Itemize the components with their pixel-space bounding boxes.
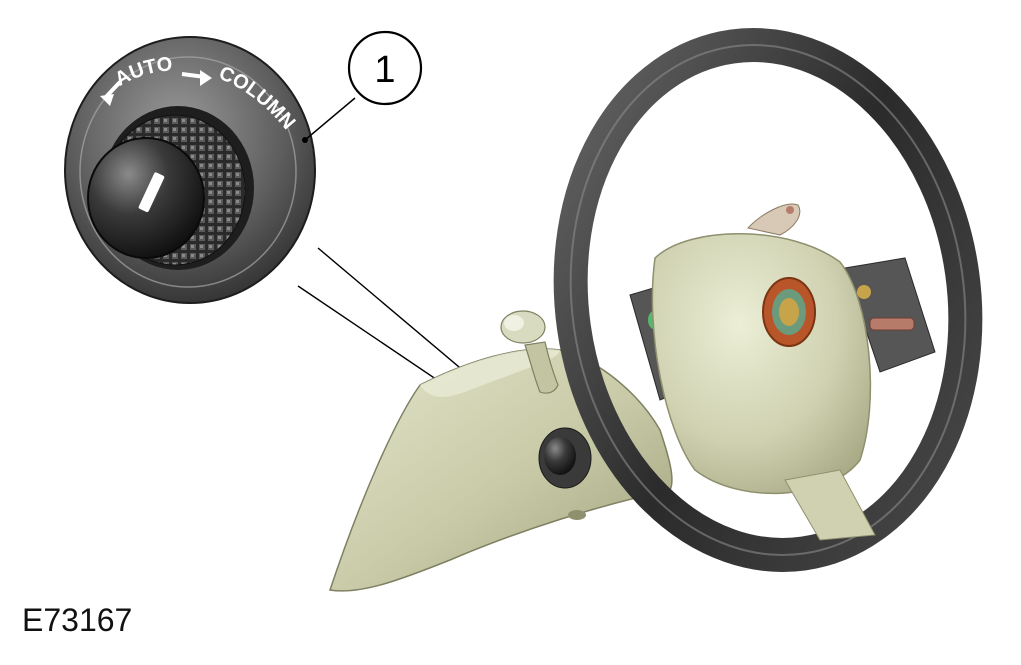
- column-mode-switch: [538, 427, 592, 489]
- column-stalk: [500, 310, 559, 394]
- left-arrow-icon: [100, 94, 114, 106]
- cruise-stalk: [747, 203, 801, 236]
- steering-wheel-rim: [553, 28, 983, 572]
- steering-wheel-hub: [651, 233, 876, 541]
- callout-number: 1: [374, 49, 395, 91]
- right-arrow-icon: [200, 70, 212, 86]
- switch-detail-view: AUTO COLUMN: [64, 36, 316, 304]
- callout-1: 1: [302, 30, 423, 143]
- figure-reference-code: E73167: [22, 602, 133, 638]
- wheel-badge: [762, 277, 816, 347]
- right-spoke: [844, 257, 936, 373]
